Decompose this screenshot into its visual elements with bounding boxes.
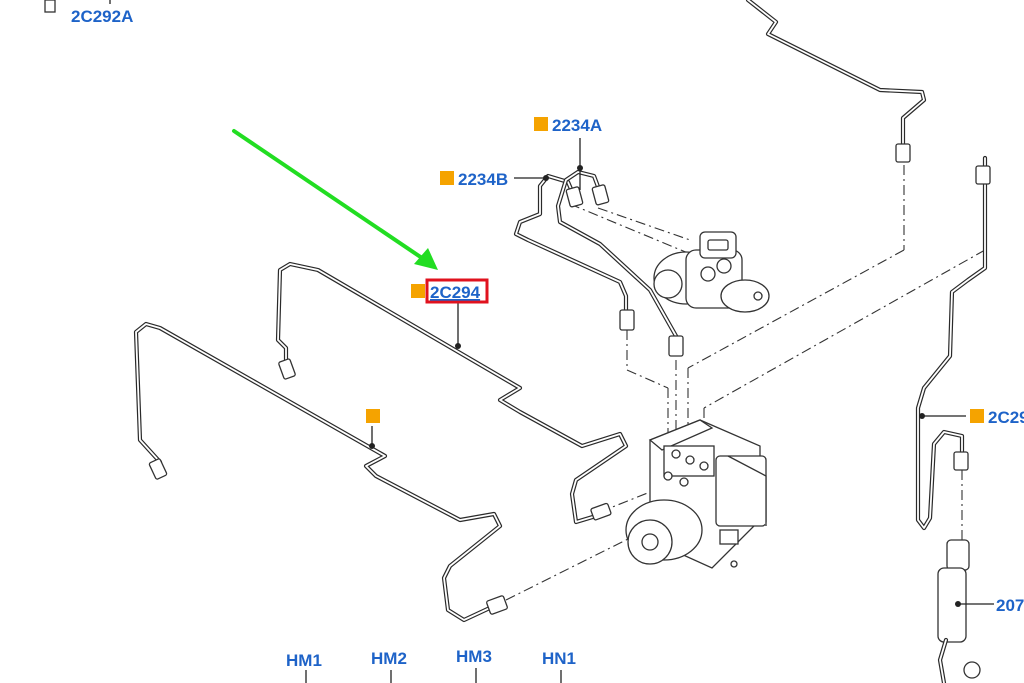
label-hn1[interactable]: HN1 [542, 649, 576, 668]
brake-pipes [133, 0, 988, 623]
label-hm3[interactable]: HM3 [456, 647, 492, 666]
part-labels: 2C292A 2234A 2234B 2C294 2C29 207 HM1 HM… [71, 7, 1024, 670]
label-2234a[interactable]: 2234A [552, 116, 602, 135]
flex-hose [937, 539, 981, 683]
leader-lines [109, 0, 994, 683]
green-pointer-arrow [232, 129, 438, 270]
orange-markers [366, 117, 984, 423]
highlight-box-2c294 [425, 278, 489, 304]
label-hm2[interactable]: HM2 [371, 649, 407, 668]
assembly-lines [505, 165, 986, 601]
label-2c292a[interactable]: 2C292A [71, 7, 133, 26]
abs-module [625, 419, 767, 569]
label-hm1[interactable]: HM1 [286, 651, 322, 670]
junction-dots [369, 165, 961, 607]
label-207[interactable]: 207 [996, 596, 1024, 615]
pipe-fittings [44, 0, 991, 615]
label-2c29[interactable]: 2C29 [988, 408, 1024, 427]
master-cylinder [653, 231, 770, 313]
marker-unlabeled [366, 409, 380, 423]
label-2c294[interactable]: 2C294 [430, 283, 481, 302]
marker-2c294 [411, 284, 425, 298]
marker-2c29 [970, 409, 984, 423]
label-2234b[interactable]: 2234B [458, 170, 508, 189]
marker-2234b [440, 171, 454, 185]
marker-2234a [534, 117, 548, 131]
